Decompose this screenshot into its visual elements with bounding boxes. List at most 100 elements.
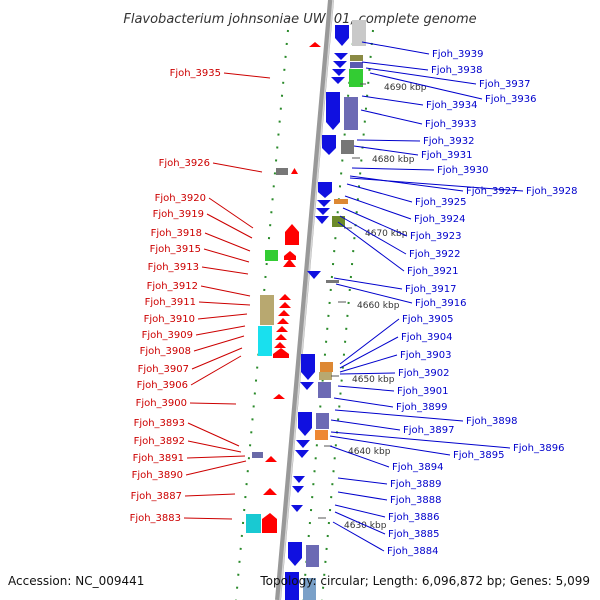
tick-label-4670: 4670 kbp	[365, 229, 408, 239]
leader-line-right	[369, 72, 483, 100]
label-fjoh-3901[interactable]: Fjoh_3901	[397, 386, 448, 397]
gene-fjoh-3911	[260, 295, 274, 325]
label-fjoh-3897[interactable]: Fjoh_3897	[403, 425, 454, 436]
leader-line-left	[191, 347, 243, 370]
label-fjoh-3927[interactable]: Fjoh_3927	[466, 186, 517, 197]
label-fjoh-3937[interactable]: Fjoh_3937	[479, 79, 530, 90]
left-gene-labels: Fjoh_3935 Fjoh_3926 Fjoh_3920 Fjoh_3919 …	[130, 68, 221, 524]
label-fjoh-3935[interactable]: Fjoh_3935	[170, 68, 221, 79]
leader-line-right	[339, 215, 407, 255]
label-fjoh-3910[interactable]: Fjoh_3910	[144, 314, 195, 325]
label-fjoh-3893[interactable]: Fjoh_3893	[134, 418, 185, 429]
label-fjoh-3906[interactable]: Fjoh_3906	[137, 380, 188, 391]
label-fjoh-3886[interactable]: Fjoh_3886	[388, 512, 439, 523]
leader-line-right	[356, 139, 421, 142]
label-fjoh-3930[interactable]: Fjoh_3930	[437, 165, 488, 176]
gene-fjoh-3937b	[350, 62, 363, 68]
label-fjoh-3911[interactable]: Fjoh_3911	[145, 297, 196, 308]
label-fjoh-3905[interactable]: Fjoh_3905	[402, 314, 453, 325]
label-fjoh-3938[interactable]: Fjoh_3938	[431, 65, 482, 76]
label-fjoh-3888[interactable]: Fjoh_3888	[390, 495, 441, 506]
leader-line-right	[330, 431, 511, 449]
gene-fjoh-3926b	[291, 168, 298, 174]
label-fjoh-3898[interactable]: Fjoh_3898	[466, 416, 517, 427]
label-fjoh-3931[interactable]: Fjoh_3931	[421, 150, 472, 161]
label-fjoh-3917[interactable]: Fjoh_3917	[405, 284, 456, 295]
label-fjoh-3899[interactable]: Fjoh_3899	[396, 402, 447, 413]
gene-fjoh-3938	[352, 20, 366, 46]
leader-line-left	[190, 355, 242, 386]
label-fjoh-3907[interactable]: Fjoh_3907	[138, 364, 189, 375]
label-fjoh-3924[interactable]: Fjoh_3924	[414, 214, 465, 225]
label-fjoh-3890[interactable]: Fjoh_3890	[132, 470, 183, 481]
label-fjoh-3918[interactable]: Fjoh_3918	[151, 228, 202, 239]
label-fjoh-3936[interactable]: Fjoh_3936	[485, 94, 536, 105]
leader-line-left	[186, 455, 246, 459]
gene-fjoh-3890	[265, 456, 277, 462]
gene-fjoh-3909	[279, 302, 291, 308]
leader-line-right	[337, 491, 388, 501]
gene-fjoh-3895	[296, 440, 310, 448]
label-fjoh-3904[interactable]: Fjoh_3904	[401, 332, 452, 343]
scale-ticks: 4690 kbp 4680 kbp 4670 kbp 4660 kbp 4650…	[318, 83, 427, 531]
label-fjoh-3915[interactable]: Fjoh_3915	[150, 244, 201, 255]
label-fjoh-3900[interactable]: Fjoh_3900	[136, 398, 187, 409]
label-fjoh-3908[interactable]: Fjoh_3908	[140, 346, 191, 357]
label-fjoh-3933[interactable]: Fjoh_3933	[425, 119, 476, 130]
leader-line-right	[339, 354, 398, 373]
label-fjoh-3887[interactable]: Fjoh_3887	[131, 491, 182, 502]
gene-fjoh-3903	[319, 372, 332, 380]
label-fjoh-3884[interactable]: Fjoh_3884	[387, 546, 438, 557]
gene-fjoh-3909b	[278, 310, 290, 316]
label-fjoh-3922[interactable]: Fjoh_3922	[409, 249, 460, 260]
label-fjoh-3903[interactable]: Fjoh_3903	[400, 350, 451, 361]
label-fjoh-3895[interactable]: Fjoh_3895	[453, 450, 504, 461]
leader-line-right	[361, 95, 424, 106]
label-fjoh-3896[interactable]: Fjoh_3896	[513, 443, 564, 454]
label-fjoh-3925[interactable]: Fjoh_3925	[415, 197, 466, 208]
gene-fjoh-3910	[279, 294, 291, 300]
label-fjoh-3885[interactable]: Fjoh_3885	[388, 529, 439, 540]
label-fjoh-3923[interactable]: Fjoh_3923	[410, 231, 461, 242]
leader-line-right	[344, 195, 412, 220]
gene-fjoh-3935	[309, 42, 321, 47]
leader-line-left	[203, 248, 250, 263]
gene-fjoh-3927	[318, 182, 332, 198]
page-title: Flavobacterium johnsoniae UW101, complet…	[123, 12, 476, 27]
gene-fjoh-3934	[326, 92, 340, 130]
label-fjoh-3921[interactable]: Fjoh_3921	[407, 266, 458, 277]
gene-fjoh-3917	[307, 271, 321, 279]
leader-line-right	[333, 277, 403, 290]
label-fjoh-3891[interactable]: Fjoh_3891	[133, 453, 184, 464]
gene-fjoh-3936d	[349, 69, 363, 87]
gene-fjoh-3918	[265, 250, 278, 261]
label-fjoh-3902[interactable]: Fjoh_3902	[398, 368, 449, 379]
label-fjoh-3919[interactable]: Fjoh_3919	[153, 209, 204, 220]
leader-line-left	[208, 197, 254, 229]
label-fjoh-3934[interactable]: Fjoh_3934	[426, 100, 477, 111]
gene-fjoh-3883b	[262, 513, 277, 533]
label-fjoh-3920[interactable]: Fjoh_3920	[155, 193, 206, 204]
label-fjoh-3939[interactable]: Fjoh_3939	[432, 49, 483, 60]
gene-fjoh-3923	[315, 216, 329, 224]
label-fjoh-3916[interactable]: Fjoh_3916	[415, 298, 466, 309]
leader-line-left	[198, 301, 251, 306]
leader-line-left	[201, 266, 249, 275]
label-fjoh-3912[interactable]: Fjoh_3912	[147, 281, 198, 292]
gene-fjoh-3907	[276, 326, 288, 332]
label-fjoh-3894[interactable]: Fjoh_3894	[392, 462, 443, 473]
label-fjoh-3928[interactable]: Fjoh_3928	[526, 186, 577, 197]
label-fjoh-3883[interactable]: Fjoh_3883	[130, 513, 181, 524]
label-fjoh-3892[interactable]: Fjoh_3892	[134, 436, 185, 447]
label-fjoh-3913[interactable]: Fjoh_3913	[148, 262, 199, 273]
label-fjoh-3932[interactable]: Fjoh_3932	[423, 136, 474, 147]
gene-fjoh-3901	[318, 382, 331, 398]
label-fjoh-3926[interactable]: Fjoh_3926	[159, 158, 210, 169]
gene-fjoh-3889	[293, 476, 305, 483]
leader-line-right	[330, 419, 401, 431]
reverse-genes	[285, 20, 366, 600]
label-fjoh-3909[interactable]: Fjoh_3909	[142, 330, 193, 341]
gene-fjoh-3884	[306, 545, 319, 567]
leader-line-right	[339, 336, 399, 369]
label-fjoh-3889[interactable]: Fjoh_3889	[390, 479, 441, 490]
